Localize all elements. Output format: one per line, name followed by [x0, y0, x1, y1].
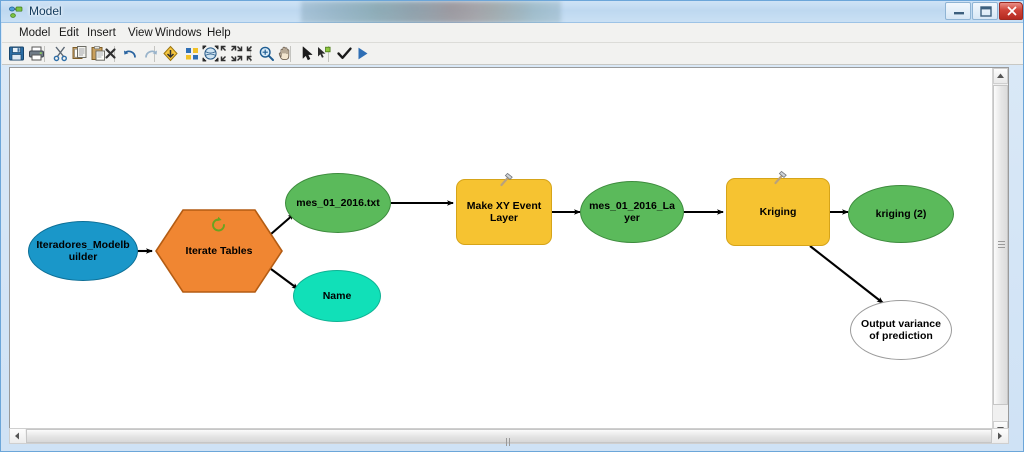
undo-icon[interactable] [122, 45, 140, 63]
model-variable-name[interactable]: Name [293, 270, 381, 322]
toolbar-separator [328, 46, 329, 62]
node-label: Output variance of prediction [861, 318, 941, 342]
iterator-loop-icon [209, 216, 229, 239]
close-button[interactable] [999, 2, 1023, 20]
horizontal-scroll-thumb[interactable] [26, 429, 992, 446]
toolbar [2, 43, 1023, 65]
model-tool-kriging[interactable]: Kriging [726, 170, 830, 246]
cut-icon[interactable] [52, 45, 70, 63]
aero-glass-blur [301, 1, 561, 23]
model-iterator-iterate-tables[interactable]: Iterate Tables [155, 209, 283, 293]
auto-layout-icon[interactable] [184, 45, 202, 63]
add-data-icon[interactable] [162, 45, 180, 63]
node-label: mes_01_2016.txt [296, 197, 380, 209]
toolbar-separator [250, 46, 251, 62]
model-variable-kriging-2[interactable]: kriging (2) [848, 185, 954, 243]
connect-icon[interactable] [315, 45, 333, 63]
node-label: Kriging [759, 206, 797, 218]
scroll-thumb-grip [998, 241, 1005, 249]
modelbuilder-icon [9, 5, 24, 19]
save-icon[interactable] [8, 45, 26, 63]
toolbar-separator [154, 46, 155, 62]
node-label: Iterate Tables [185, 245, 253, 257]
paste-icon[interactable] [90, 45, 108, 63]
scroll-left-arrow-icon[interactable] [10, 429, 25, 443]
scroll-up-arrow-icon[interactable] [993, 68, 1008, 84]
zoom-out-fixed-icon[interactable] [220, 45, 238, 63]
vertical-scrollbar[interactable] [992, 68, 1008, 437]
model-connections [138, 200, 884, 304]
delete-icon[interactable] [102, 45, 120, 63]
toolbar-separator [290, 46, 291, 62]
hexagon-shape [155, 209, 283, 293]
run-play-icon[interactable] [354, 45, 372, 63]
model-variable-mes-01-2016-layer[interactable]: mes_01_2016_Layer [580, 181, 684, 243]
scroll-thumb-grip [506, 433, 513, 446]
full-extent-icon[interactable] [202, 45, 220, 63]
maximize-button[interactable] [972, 2, 998, 20]
horizontal-scrollbar[interactable] [9, 428, 1009, 446]
redo-icon[interactable] [142, 45, 160, 63]
menu-bar: Model Edit Insert View Windows Help [2, 23, 1023, 43]
select-arrow-icon[interactable] [299, 45, 317, 63]
tool-hammer-icon [771, 169, 789, 190]
print-icon[interactable] [28, 45, 46, 63]
menu-edit[interactable]: Edit [59, 27, 79, 39]
zoom-magnifier-icon[interactable] [258, 45, 276, 63]
tool-hammer-icon [497, 171, 515, 192]
menu-windows[interactable]: Windows [155, 27, 202, 39]
edge-iterate-tables-to-name [270, 268, 299, 290]
validate-check-icon[interactable] [336, 45, 354, 63]
window-title: Model [29, 4, 62, 18]
model-tool-make-xy-event-layer[interactable]: Make XY Event Layer [456, 172, 552, 245]
model-variable-output-variance-of-prediction[interactable]: Output variance of prediction [850, 300, 952, 360]
model-canvas[interactable]: Iteradores_Modelbuilder Iterate Tables m… [10, 68, 994, 423]
menu-model[interactable]: Model [19, 27, 51, 39]
vertical-scroll-thumb[interactable] [993, 85, 1008, 405]
node-label: Make XY Event Layer [466, 200, 542, 224]
model-variable-mes-01-2016-txt[interactable]: mes_01_2016.txt [285, 173, 391, 233]
edge-iterate-tables-to-mes-txt [270, 213, 295, 235]
menu-help[interactable]: Help [207, 27, 231, 39]
menu-view[interactable]: View [128, 27, 153, 39]
copy-icon[interactable] [71, 45, 89, 63]
minimize-button[interactable] [945, 2, 971, 20]
edge-kriging-to-output-variance [809, 245, 884, 304]
model-variable-iteradores-modelbuilder[interactable]: Iteradores_Modelbuilder [28, 221, 138, 281]
zoom-in-fixed-icon[interactable] [236, 45, 254, 63]
scroll-right-arrow-icon[interactable] [993, 429, 1008, 443]
menu-insert[interactable]: Insert [87, 27, 116, 39]
toolbar-separator [114, 46, 115, 62]
title-bar[interactable]: Model [1, 1, 1023, 23]
node-label: kriging (2) [875, 208, 927, 220]
node-label: Name [322, 290, 352, 302]
model-canvas-frame: Iteradores_Modelbuilder Iterate Tables m… [9, 67, 1009, 438]
pan-hand-icon[interactable] [276, 45, 294, 63]
toolbar-separator [44, 46, 45, 62]
node-label: Iteradores_Modelbuilder [36, 239, 130, 263]
node-label: mes_01_2016_Layer [589, 200, 675, 224]
